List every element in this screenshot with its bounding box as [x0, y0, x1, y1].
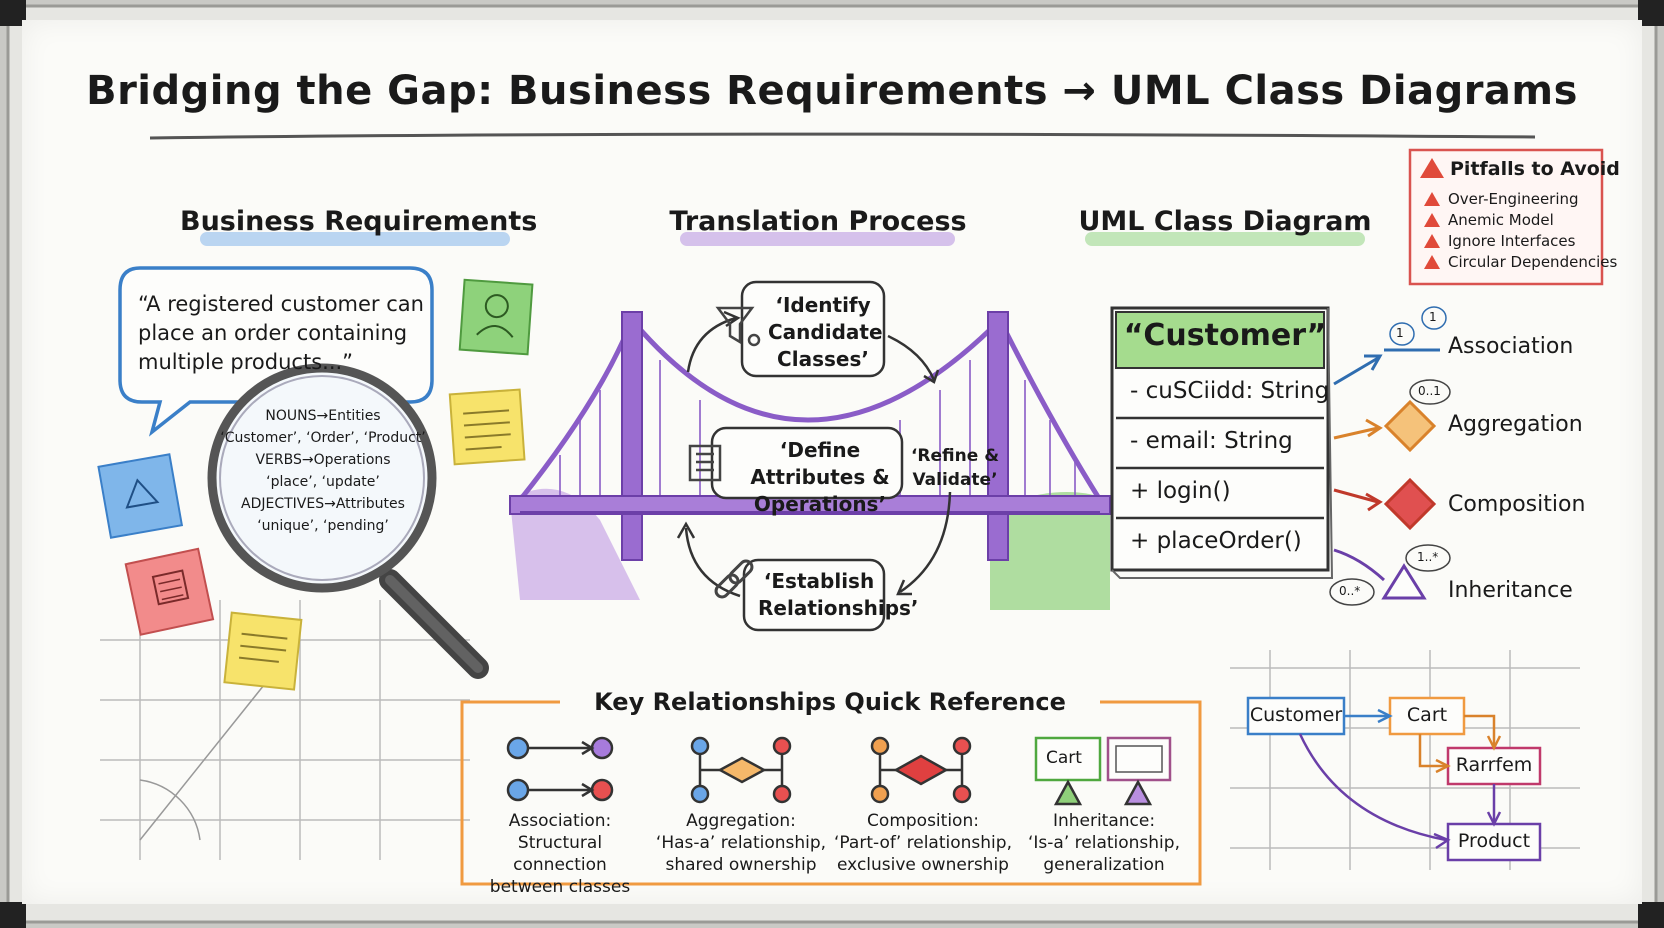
qr-caption-aggregation: Aggregation: ‘Has-a’ relationship, share…: [650, 810, 832, 876]
rel-label-inheritance: Inheritance: [1448, 578, 1573, 603]
multiplicity-aggregation: 0..1: [1418, 384, 1441, 398]
rel-association: [1333, 306, 1447, 386]
rel-label-composition: Composition: [1448, 492, 1586, 517]
qr-name-composition: Composition:: [867, 811, 979, 831]
nouns-label: NOUNS→Entities: [265, 408, 381, 424]
step-establish: ‘Establish Relationships’: [758, 569, 919, 620]
multiplicity-association-b: 1: [1429, 310, 1437, 324]
section-title-uml: UML Class Diagram: [1078, 206, 1372, 237]
qr-caption-composition: Composition: ‘Part-of’ relationship, exc…: [832, 810, 1014, 876]
mini-diagram: [1246, 696, 1542, 862]
multiplicity-inheritance-b: 0..*: [1339, 584, 1361, 598]
qr-name-association: Association:: [508, 811, 612, 831]
adjectives-examples: ‘unique’, ‘pending’: [257, 518, 389, 534]
uml-row-2: - email: String: [1130, 428, 1293, 454]
pitfall-item-4: Circular Dependencies: [1448, 253, 1618, 271]
qr-line2-composition: exclusive ownership: [837, 855, 1009, 875]
pitfall-item-2: Anemic Model: [1448, 211, 1554, 229]
quick-reference-title: Key Relationships Quick Reference: [560, 688, 1100, 716]
section-title-business: Business Requirements: [180, 206, 538, 237]
qr-inheritance-symbol: [1034, 736, 1172, 806]
qr-line2-association: between classes: [489, 877, 631, 897]
multiplicity-association-a: 1: [1396, 326, 1404, 340]
qr-line1-inheritance: ‘Is-a’ relationship,: [1028, 833, 1180, 853]
pitfalls-title: Pitfalls to Avoid: [1450, 158, 1620, 180]
magnifier-icon: [207, 363, 489, 679]
mini-customer: Customer: [1249, 704, 1343, 726]
qr-line2-inheritance: generalization: [1043, 855, 1165, 875]
uml-class-box: [1110, 306, 1334, 579]
uml-row-3: + login(): [1130, 478, 1231, 504]
funnel-icon: [715, 306, 761, 347]
qr-cart-label: Cart: [1046, 748, 1082, 768]
verbs-examples: ‘place’, ‘update’: [266, 474, 380, 490]
pitfalls-box: [1408, 148, 1604, 286]
sticky-note-pink: [124, 547, 215, 636]
verbs-label: VERBS→Operations: [255, 452, 391, 468]
list-icon: [688, 444, 722, 482]
title-underline: [149, 132, 1536, 140]
rel-label-aggregation: Aggregation: [1448, 412, 1583, 437]
page-title: Bridging the Gap: Business Requirements …: [86, 68, 1578, 114]
step-define: ‘Define Attributes & Operations’: [750, 438, 890, 516]
qr-line1-association: Structural connection: [513, 833, 607, 875]
magnifier-text: NOUNS→Entities ‘Customer’, ‘Order’, ‘Pro…: [218, 405, 428, 537]
qr-aggregation-symbol: [690, 736, 792, 804]
step-refine: ‘Refine & Validate’: [910, 446, 1000, 490]
uml-class-name: “Customer”: [1123, 318, 1327, 353]
bridge-icon: [509, 311, 1111, 610]
nouns-examples: ‘Customer’, ‘Order’, ‘Product’: [220, 430, 426, 446]
qr-line1-aggregation: ‘Has-a’ relationship,: [655, 833, 827, 853]
pitfall-item-3: Ignore Interfaces: [1448, 232, 1576, 250]
qr-association-symbol: [506, 736, 614, 802]
qr-line1-composition: ‘Part-of’ relationship,: [834, 833, 1012, 853]
uml-row-4: + placeOrder(): [1130, 528, 1302, 554]
step-box-establish: [742, 558, 886, 632]
uml-row-1: - cuSCiidd: String: [1130, 378, 1330, 404]
qr-caption-association: Association: Structural connection betwe…: [470, 810, 650, 898]
warning-icon: [1420, 158, 1444, 269]
sticky-note-yellow-1: [448, 388, 526, 466]
rel-label-association: Association: [1448, 334, 1574, 359]
qr-name-aggregation: Aggregation:: [686, 811, 796, 831]
qr-line2-aggregation: shared ownership: [665, 855, 817, 875]
rel-inheritance: [1329, 544, 1451, 606]
multiplicity-inheritance: 1..*: [1417, 550, 1439, 564]
pitfall-item-1: Over-Engineering: [1448, 190, 1579, 208]
mini-product: Product: [1457, 830, 1531, 852]
qr-composition-symbol: [870, 736, 972, 804]
qr-caption-inheritance: Inheritance: ‘Is-a’ relationship, genera…: [1014, 810, 1194, 876]
adjectives-label: ADJECTIVES→Attributes: [241, 496, 405, 512]
mini-cart: Cart: [1406, 704, 1448, 726]
step-identify: ‘Identify Candidate Classes’: [768, 293, 883, 371]
rel-aggregation: [1333, 379, 1451, 453]
sticky-note-blue: [97, 453, 184, 539]
requirement-quote: “A registered customer can place an orde…: [138, 292, 424, 374]
qr-name-inheritance: Inheritance:: [1052, 811, 1156, 831]
step-box-identify: [740, 280, 886, 378]
link-icon: [714, 559, 754, 599]
sticky-note-yellow-2: [223, 611, 303, 691]
mini-middle: Rarrfem: [1455, 754, 1533, 776]
sticky-note-green: [458, 278, 534, 356]
rel-composition: [1333, 477, 1437, 531]
section-title-translation: Translation Process: [669, 206, 967, 237]
person-icon: [476, 294, 514, 338]
